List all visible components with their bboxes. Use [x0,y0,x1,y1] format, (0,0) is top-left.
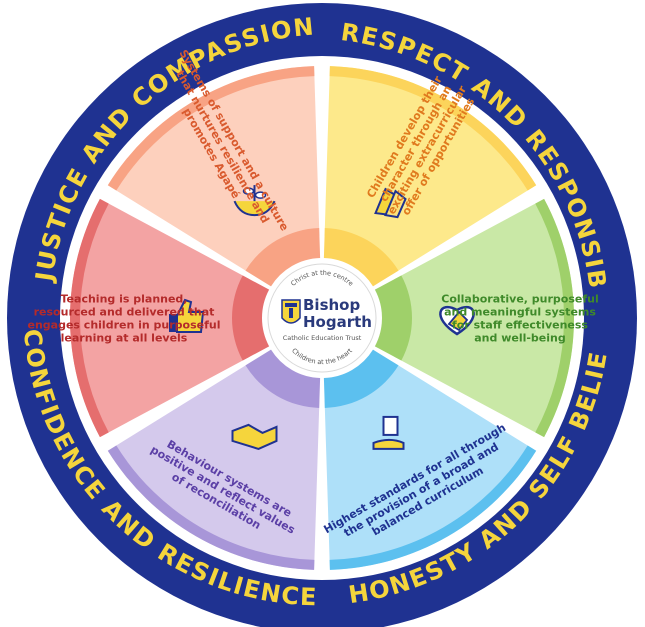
hub-subtitle: Catholic Education Trust [283,334,362,342]
segment-green-inner-band [374,275,413,361]
segment-blue-inner-band [323,349,399,408]
segment-purple-inner-band [245,349,321,408]
segment-red-text-line: learning at all levels [61,332,188,345]
segment-purple-fill [107,361,320,570]
segment-red-inner-band [232,275,270,361]
segment-salmon-inner-band [245,228,321,287]
segment-green-text-line: and well-being [474,332,566,345]
segment-green-text-line: and meaningful systems [444,306,596,319]
segment-blue-fill [324,361,537,570]
segment-red-text-line: engages children in purposeful [28,319,221,332]
segment-red-rim [69,198,109,438]
plant-hands-icon [233,185,276,217]
segment-red-text: Teaching is planned,resourced and delive… [28,293,221,345]
clapping-hands-icon [374,187,407,219]
crest-icon [281,299,301,324]
heart-hand-icon [439,305,475,336]
hub: Christ at the centre Children at the hea… [267,263,377,373]
segment-yellow-fill [324,66,537,275]
segment-red-text-line: Teaching is planned, [61,293,188,306]
segment-salmon-fill [107,66,320,275]
hub-title-line2: Hogarth [303,313,372,331]
segment-green-fill [394,198,574,438]
segment-red-text-line: resourced and delivered that [34,306,215,319]
segment-yellow-inner-band [323,228,399,287]
hub-title-line1: Bishop [303,296,360,314]
handshake-icon [231,423,278,450]
scroll-hand-icon [372,415,405,450]
segment-salmon: Systems of support and a culturethat nur… [107,47,321,287]
segment-red-fill [69,198,250,438]
segment-green-text-line: Collaborative, purposeful [441,293,599,306]
thumbs-up-icon [169,298,205,333]
segment-purple: Behaviour systems arepositive and reflec… [107,349,321,570]
segment-green-text-line: for staff effectiveness [452,319,588,332]
segment-green-rim [535,198,574,438]
segment-yellow: Children develop theircharacter through … [323,66,537,287]
segment-red: Teaching is planned,resourced and delive… [28,198,270,438]
hub-circle [267,263,377,373]
